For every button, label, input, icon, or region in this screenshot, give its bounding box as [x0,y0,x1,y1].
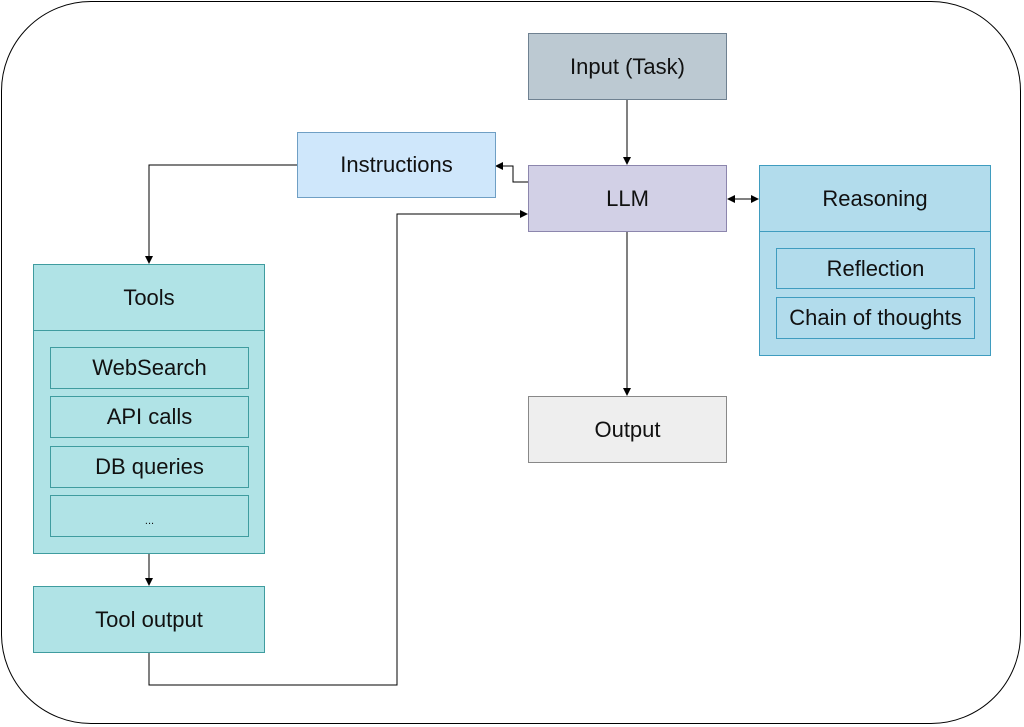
tool-output-node: Tool output [33,586,265,653]
llm-node: LLM [528,165,727,232]
llm-label: LLM [606,185,649,211]
reasoning-title: Reasoning [760,166,990,232]
edge-instructions-tools [145,164,297,264]
tools-item-api-calls: API calls [50,396,249,438]
edge-tooloutput-llm [148,210,528,686]
tools-item-websearch: WebSearch [50,347,249,389]
input-task-node: Input (Task) [528,33,727,100]
reasoning-item-chain-of-thoughts: Chain of thoughts [776,297,975,339]
input-task-label: Input (Task) [570,53,685,79]
tools-container: Tools WebSearch API calls DB queries ... [33,264,265,554]
reasoning-item-reflection: Reflection [776,248,975,289]
reasoning-container: Reasoning Reflection Chain of thoughts [759,165,991,356]
tools-title: Tools [34,265,264,331]
output-label: Output [594,416,661,442]
tools-item-more: ... [50,495,249,537]
output-node: Output [528,396,727,463]
instructions-node: Instructions [297,132,496,198]
tool-output-label: Tool output [95,606,203,632]
instructions-label: Instructions [340,152,453,177]
edge-llm-instructions [495,162,528,183]
tools-item-db-queries: DB queries [50,446,249,488]
